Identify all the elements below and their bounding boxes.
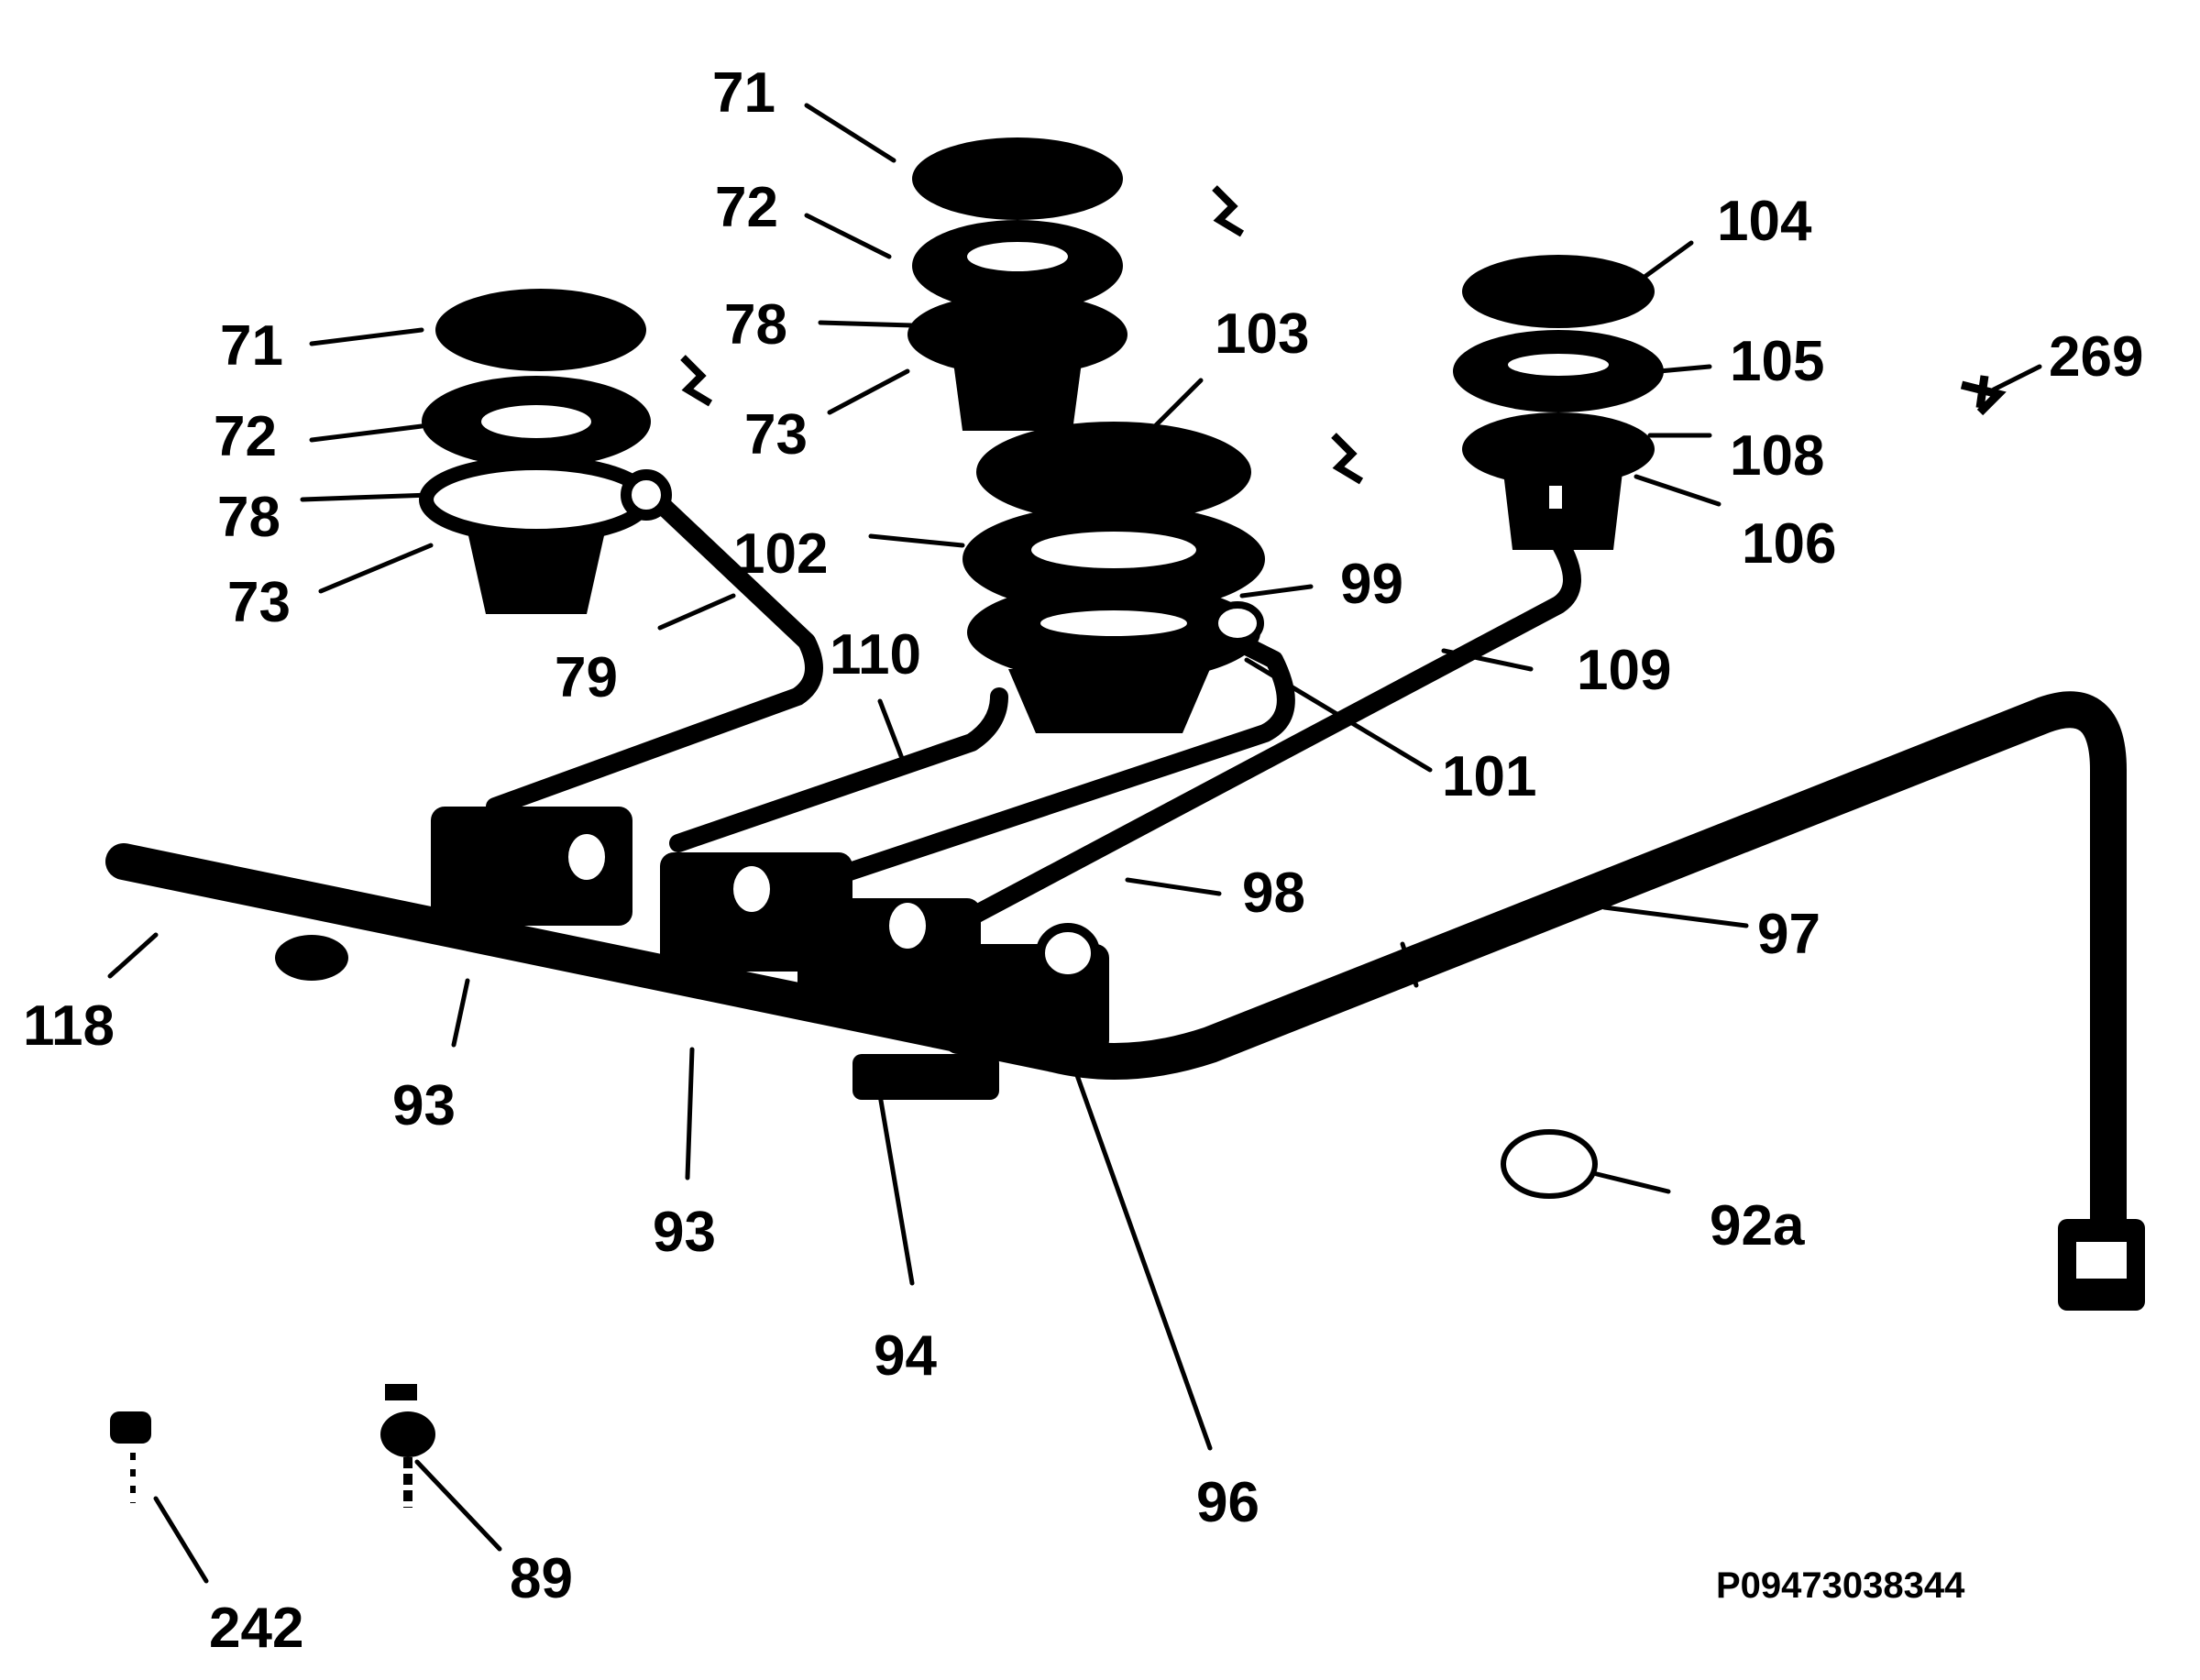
label-98: 98 bbox=[1242, 862, 1305, 925]
callout-labels: 71 72 78 73 71 72 78 73 103 102 99 101 1… bbox=[23, 61, 2143, 1660]
label-105: 105 bbox=[1730, 330, 1824, 393]
label-93-a: 93 bbox=[392, 1074, 456, 1137]
label-108: 108 bbox=[1730, 424, 1824, 488]
label-93-b: 93 bbox=[653, 1201, 716, 1264]
burner-right bbox=[1453, 255, 1664, 550]
label-78-left: 78 bbox=[217, 486, 280, 549]
label-99: 99 bbox=[1340, 553, 1403, 616]
label-94: 94 bbox=[874, 1324, 937, 1388]
manifold-pipe bbox=[105, 691, 2145, 1311]
label-109: 109 bbox=[1577, 639, 1671, 702]
label-73-center: 73 bbox=[744, 403, 808, 467]
burner-left bbox=[419, 289, 672, 614]
label-269: 269 bbox=[2049, 325, 2143, 389]
label-96: 96 bbox=[1196, 1471, 1260, 1534]
label-97: 97 bbox=[1757, 903, 1820, 966]
label-118: 118 bbox=[23, 994, 115, 1058]
label-242: 242 bbox=[209, 1597, 303, 1660]
leader-lines bbox=[107, 103, 2042, 1584]
label-106: 106 bbox=[1742, 512, 1836, 576]
label-72-center: 72 bbox=[715, 176, 778, 239]
burner-large bbox=[962, 422, 1265, 733]
label-101: 101 bbox=[1442, 745, 1536, 808]
label-102: 102 bbox=[733, 522, 828, 586]
label-110: 110 bbox=[830, 623, 921, 686]
label-73-left: 73 bbox=[227, 571, 291, 634]
label-71-center: 71 bbox=[712, 61, 776, 125]
burner-center bbox=[908, 137, 1128, 431]
label-92a: 92a bbox=[1710, 1194, 1805, 1257]
drawing-code: P09473038344 bbox=[1716, 1565, 1965, 1606]
label-89: 89 bbox=[510, 1547, 573, 1610]
label-78-center: 78 bbox=[724, 293, 787, 357]
gas-valve-cluster bbox=[275, 807, 1109, 1100]
loose-parts bbox=[110, 185, 2007, 1508]
burner-feed-tubes bbox=[486, 477, 1581, 926]
label-104: 104 bbox=[1717, 190, 1812, 253]
label-71-left: 71 bbox=[220, 314, 283, 378]
label-103: 103 bbox=[1215, 302, 1309, 366]
label-79: 79 bbox=[555, 646, 618, 709]
label-72-left: 72 bbox=[214, 405, 277, 468]
